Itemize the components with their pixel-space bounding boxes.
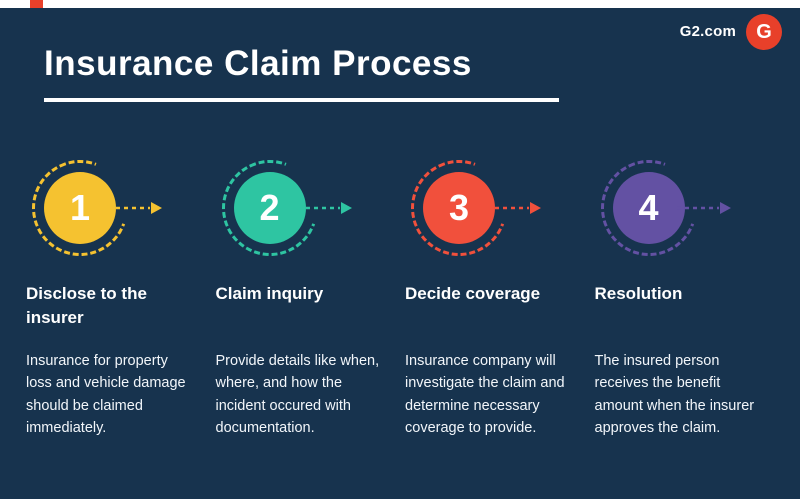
step-description: Insurance for property loss and vehicle … bbox=[26, 353, 186, 437]
title-underline bbox=[44, 98, 559, 102]
step-description: The insured person receives the benefit … bbox=[594, 353, 755, 437]
step-number-circle: 3 bbox=[423, 172, 495, 244]
steps-row: 1 Disclose to the insurer Insurance for … bbox=[16, 144, 771, 440]
dashed-arrow-icon bbox=[296, 198, 354, 218]
step-description: Provide details like when, where, and ho… bbox=[215, 353, 380, 437]
g2-logo-icon: G bbox=[746, 14, 782, 50]
step-number: 2 bbox=[259, 187, 280, 228]
step-number-circle: 2 bbox=[233, 172, 306, 244]
step-number: 3 bbox=[448, 187, 470, 228]
step-title: Claim inquiry bbox=[215, 284, 324, 303]
g2-logo-letter: G bbox=[756, 20, 772, 43]
step-claim-inquiry: 2 Claim inquiry Provide details like whe… bbox=[205, 144, 392, 440]
step-number: 1 bbox=[69, 187, 91, 228]
page-title: Insurance Claim Process bbox=[44, 44, 472, 83]
step-description: Insurance company will investigate the c… bbox=[405, 353, 565, 437]
step-title: Resolution bbox=[594, 284, 683, 303]
step-circle-wrap: 4 bbox=[584, 144, 731, 272]
top-white-strip bbox=[0, 0, 800, 8]
step-number: 4 bbox=[638, 187, 659, 228]
dark-panel: G2.com G Insurance Claim Process 1 bbox=[0, 8, 800, 499]
dashed-arrow-icon bbox=[675, 198, 733, 218]
step-number-circle: 4 bbox=[612, 172, 685, 244]
dashed-arrow-icon bbox=[485, 198, 543, 218]
step-disclose: 1 Disclose to the insurer Insurance for … bbox=[16, 144, 202, 440]
step-title: Disclose to the insurer bbox=[26, 284, 147, 327]
step-title: Decide coverage bbox=[405, 284, 541, 303]
step-decide-coverage: 3 Decide coverage Insurance company will… bbox=[395, 144, 581, 440]
step-circle-wrap: 1 bbox=[16, 144, 162, 272]
step-circle-wrap: 2 bbox=[205, 144, 352, 272]
step-number-circle: 1 bbox=[44, 172, 116, 244]
step-resolution: 4 Resolution The insured person receives… bbox=[584, 144, 771, 440]
dashed-arrow-icon bbox=[106, 198, 164, 218]
brand-text: G2.com bbox=[679, 23, 736, 40]
step-circle-wrap: 3 bbox=[395, 144, 541, 272]
top-left-red-mark bbox=[30, 0, 43, 8]
